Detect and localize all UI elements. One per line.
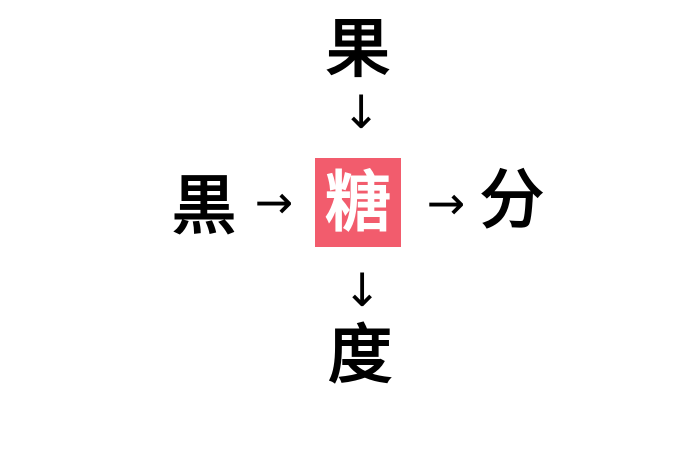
kanji-center: 糖 xyxy=(325,163,391,241)
answer-box: 糖 xyxy=(315,158,401,247)
kanji-left: 黒 xyxy=(172,170,236,244)
arrow-right-left-icon: → xyxy=(254,175,294,229)
kanji-top: 果 xyxy=(326,13,390,87)
arrow-right-right-icon: → xyxy=(426,176,466,230)
arrow-down-bottom-icon: ↓ xyxy=(342,263,382,317)
kanji-right: 分 xyxy=(480,164,544,238)
kanji-bottom: 度 xyxy=(328,319,392,393)
arrow-down-top-icon: ↓ xyxy=(341,85,381,139)
